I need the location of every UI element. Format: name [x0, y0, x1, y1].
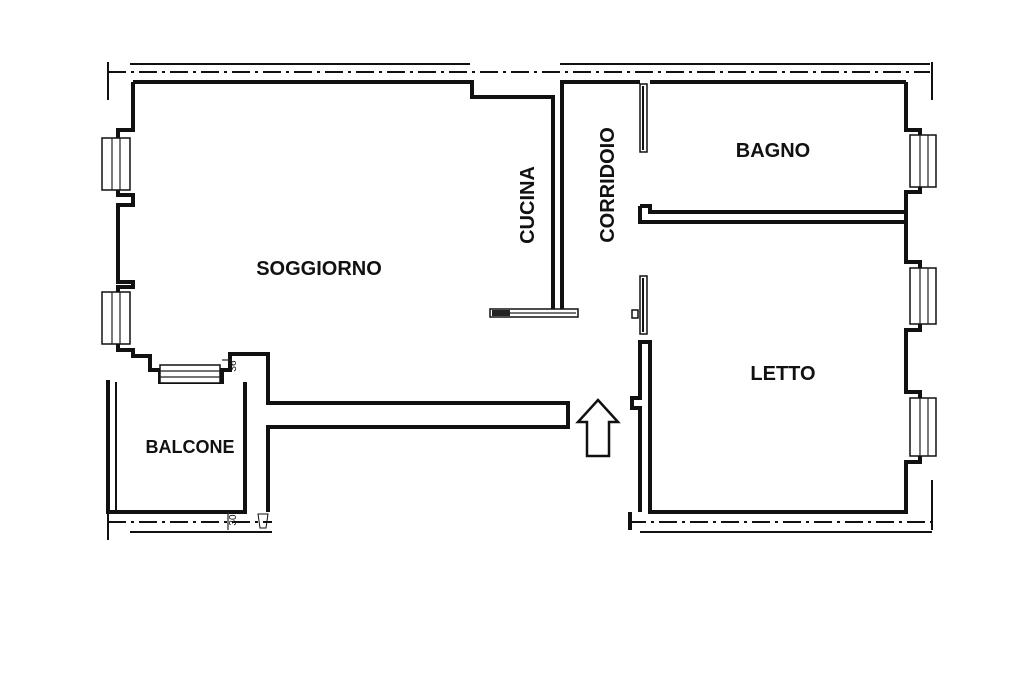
room-label-corridoio: CORRIDOIO: [597, 127, 619, 243]
window-bagno: [909, 134, 937, 188]
outer-boundary: [107, 62, 933, 540]
up-arrow-icon: [575, 398, 621, 458]
room-label-cucina: CUCINA: [517, 166, 539, 244]
door-letto: [631, 275, 648, 335]
window-letto-1: [909, 267, 937, 325]
door-bagno: [639, 83, 648, 153]
window-left-2: [101, 291, 131, 345]
room-label-soggiorno: SOGGIORNO: [256, 258, 382, 280]
dimension-label-30: 30: [228, 514, 239, 526]
room-label-bagno: BAGNO: [736, 140, 810, 162]
dimension-marks: [222, 359, 269, 530]
room-label-letto: LETTO: [750, 363, 815, 385]
door-cucina: [489, 308, 579, 318]
wall-corridoio: [560, 80, 922, 530]
window-left-1: [101, 137, 131, 191]
window-letto-2: [909, 397, 937, 457]
window-balcone-door: [159, 364, 221, 384]
wall-balcone: [106, 380, 247, 514]
dimension-label-36: 36: [228, 360, 239, 372]
room-label-balcone: BALCONE: [146, 437, 235, 457]
wall-soggiorno: [116, 80, 570, 512]
